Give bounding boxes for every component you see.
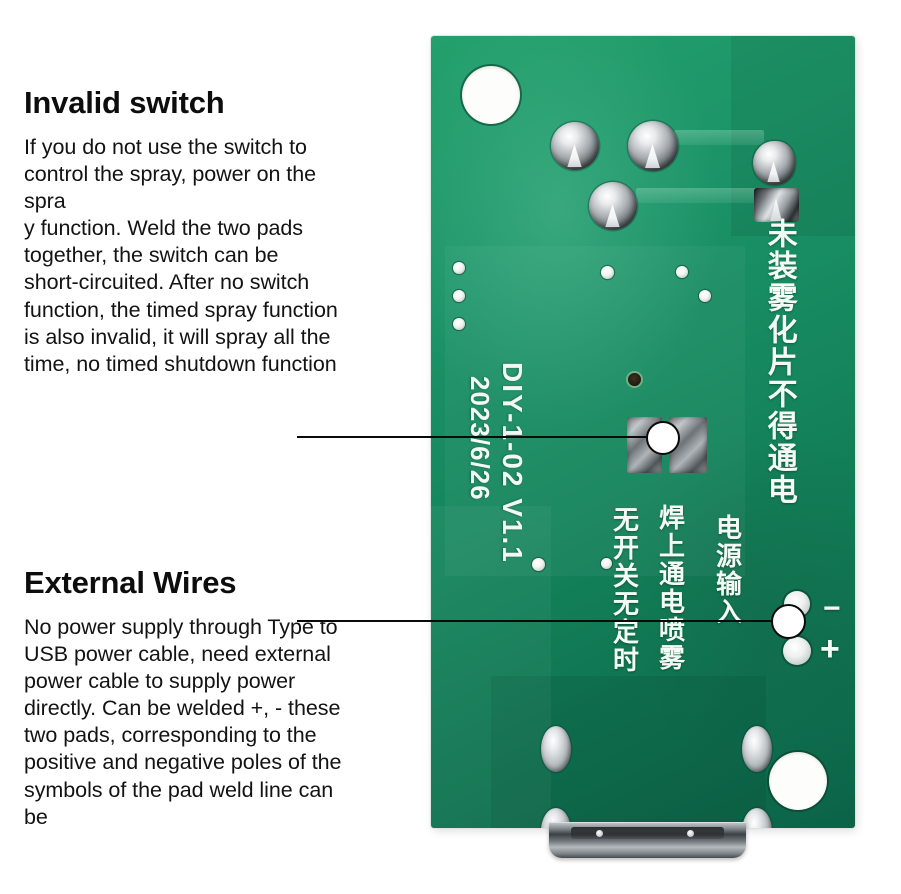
usb-connector-dimple-left xyxy=(596,829,604,837)
callout-marker-power-pads xyxy=(771,604,806,639)
pcb-silkscreen-plus-symbol: + xyxy=(820,630,840,668)
pcb-via-center-3 xyxy=(699,290,711,302)
callout-marker-switch-pads xyxy=(646,421,680,455)
pcb-via-center-2 xyxy=(676,266,688,278)
pcb-silkscreen-date-code: 2023/6/26 xyxy=(465,376,495,501)
pcb-via-left-2 xyxy=(453,290,465,302)
pcb-solder-joint-4 xyxy=(753,141,795,185)
pcb-via-left-3 xyxy=(453,318,465,330)
annotation-external-wires: External Wires No power supply through T… xyxy=(24,565,424,831)
annotation-title-invalid-switch: Invalid switch xyxy=(24,85,225,120)
pcb-via-left-1 xyxy=(453,262,465,274)
pcb-mounting-hole-top-left xyxy=(462,66,520,124)
pcb-oval-pad-bottom-right xyxy=(742,808,772,828)
callout-leader-line-switch-pads xyxy=(297,436,662,438)
pcb-solder-joint-2 xyxy=(628,121,678,171)
pcb-copper-pour-lower xyxy=(491,676,766,828)
pcb-mounting-hole-bottom-right xyxy=(769,752,827,810)
pcb-oval-pad-top-left xyxy=(541,726,571,772)
pcb-silkscreen-minus-symbol: − xyxy=(823,592,841,625)
pcb-silkscreen-power-input-text: 电源输入 xyxy=(711,514,742,626)
pcb-oval-pad-top-right xyxy=(742,726,772,772)
pcb-silkscreen-no-switch-text: 无开关无定时 xyxy=(608,506,639,674)
annotation-body-external-wires: No power supply through Type to USB powe… xyxy=(24,615,342,829)
usb-connector-dimple-right xyxy=(686,829,694,837)
annotation-invalid-switch: Invalid switch If you do not use the swi… xyxy=(24,85,424,378)
pcb-silkscreen-warning-text: 未装雾化片不得通电 xyxy=(761,218,797,506)
pcb-solder-joint-1 xyxy=(551,122,599,170)
usb-type-c-connector xyxy=(549,822,746,858)
pcb-via-center-1 xyxy=(601,266,614,279)
pcb-via-drilled xyxy=(628,373,641,386)
pcb-solder-joint-3 xyxy=(589,182,637,230)
pcb-trace-lower xyxy=(636,188,764,203)
callout-leader-line-power-pads xyxy=(297,620,789,622)
annotation-body-invalid-switch: If you do not use the switch to control … xyxy=(24,135,338,376)
pcb-via-mid-left xyxy=(532,558,545,571)
pcb-power-pad-positive xyxy=(783,637,811,665)
annotation-title-external-wires: External Wires xyxy=(24,565,237,600)
pcb-silkscreen-part-number: DIY-1-02 V1.1 xyxy=(497,362,528,564)
pcb-silkscreen-weld-text: 焊上通电喷雾 xyxy=(654,504,685,672)
pcb-via-mid-right xyxy=(601,558,612,569)
pcb-trace-upper xyxy=(674,130,764,145)
pcb-copper-pour-left xyxy=(431,506,551,828)
pcb-solder-pad-rectangular xyxy=(754,188,799,222)
pcb-board-image: − + DIY-1-02 V1.1 2023/6/26 未装雾化片不得通电 焊上… xyxy=(431,36,855,828)
